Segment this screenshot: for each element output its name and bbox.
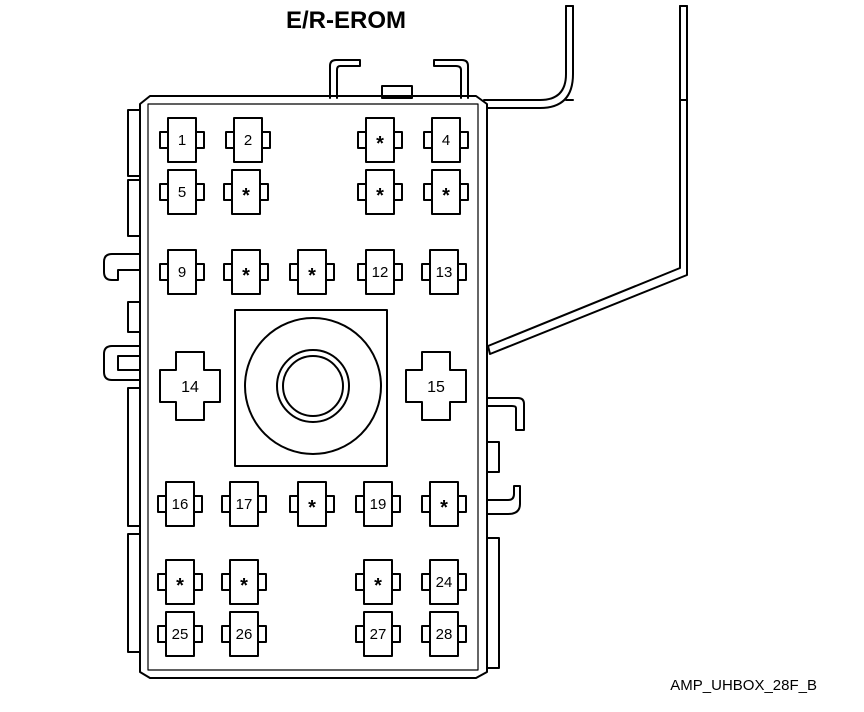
fuse-slot-3: *: [357, 117, 403, 163]
fuse-box-housing: [139, 95, 488, 679]
relay-slot-label: 15: [427, 379, 445, 396]
fuse-slot-5: 5: [159, 169, 205, 215]
fuse-slot-19: 19: [355, 481, 401, 527]
part-code-label: AMP_UHBOX_28F_B: [670, 677, 817, 694]
fuse-slot-4: 4: [423, 117, 469, 163]
fuse-slot-label: *: [442, 185, 450, 207]
fuse-slot-18: *: [289, 481, 335, 527]
fuse-slot-label: *: [240, 575, 248, 597]
fuse-slot-label: 25: [172, 626, 189, 643]
fuse-slot-6: *: [223, 169, 269, 215]
fuse-slot-21: *: [157, 559, 203, 605]
fuse-slot-label: 16: [172, 496, 189, 513]
fuse-slot-label: 19: [370, 496, 387, 513]
fuse-slot-label: 1: [178, 132, 186, 149]
fuse-slot-25: 25: [157, 611, 203, 657]
fuse-slot-label: 13: [436, 264, 453, 281]
fuse-slot-label: *: [376, 185, 384, 207]
fuse-slot-1: 1: [159, 117, 205, 163]
fuse-slot-8: *: [423, 169, 469, 215]
fuse-slot-label: 26: [236, 626, 253, 643]
fuse-slot-label: 12: [372, 264, 389, 281]
center-relay-block: [234, 309, 388, 467]
fuse-slot-label: 28: [436, 626, 453, 643]
fuse-slot-label: *: [374, 575, 382, 597]
relay-slot-14: 14: [159, 351, 221, 421]
fuse-slot-label: *: [440, 497, 448, 519]
fuse-slot-label: 5: [178, 184, 186, 201]
left-side-clips: [103, 109, 141, 653]
relay-slot-label: 14: [181, 379, 199, 396]
fuse-slot-17: 17: [221, 481, 267, 527]
fuse-slot-26: 26: [221, 611, 267, 657]
fuse-slot-27: 27: [355, 611, 401, 657]
fuse-slot-label: *: [308, 497, 316, 519]
fuse-slot-label: *: [242, 185, 250, 207]
fuse-slot-16: 16: [157, 481, 203, 527]
fuse-slot-label: 17: [236, 496, 253, 513]
right-side-clips: [486, 397, 525, 669]
fuse-slot-12: 12: [357, 249, 403, 295]
fuse-slot-10: *: [223, 249, 269, 295]
fuse-slot-label: 27: [370, 626, 387, 643]
fuse-slot-20: *: [421, 481, 467, 527]
fuse-slot-13: 13: [421, 249, 467, 295]
fuse-slot-label: 2: [244, 132, 252, 149]
fuse-slot-24: 24: [421, 559, 467, 605]
fuse-slot-7: *: [357, 169, 403, 215]
fuse-slot-label: 24: [436, 574, 453, 591]
fuse-slot-11: *: [289, 249, 335, 295]
fuse-slot-2: 2: [225, 117, 271, 163]
fuse-slot-22: *: [221, 559, 267, 605]
fuse-slot-28: 28: [421, 611, 467, 657]
fuse-slot-label: 4: [442, 132, 450, 149]
fuse-slot-label: *: [242, 265, 250, 287]
relay-slot-15: 15: [405, 351, 467, 421]
fuse-slot-23: *: [355, 559, 401, 605]
top-clips: [329, 59, 469, 99]
fuse-slot-label: *: [376, 133, 384, 155]
diagram-title: E/R-EROM: [286, 7, 406, 34]
fuse-slot-9: 9: [159, 249, 205, 295]
fuse-slot-label: 9: [178, 264, 186, 281]
fuse-slot-label: *: [176, 575, 184, 597]
wire-conduit: [483, 5, 688, 355]
fuse-slot-label: *: [308, 265, 316, 287]
